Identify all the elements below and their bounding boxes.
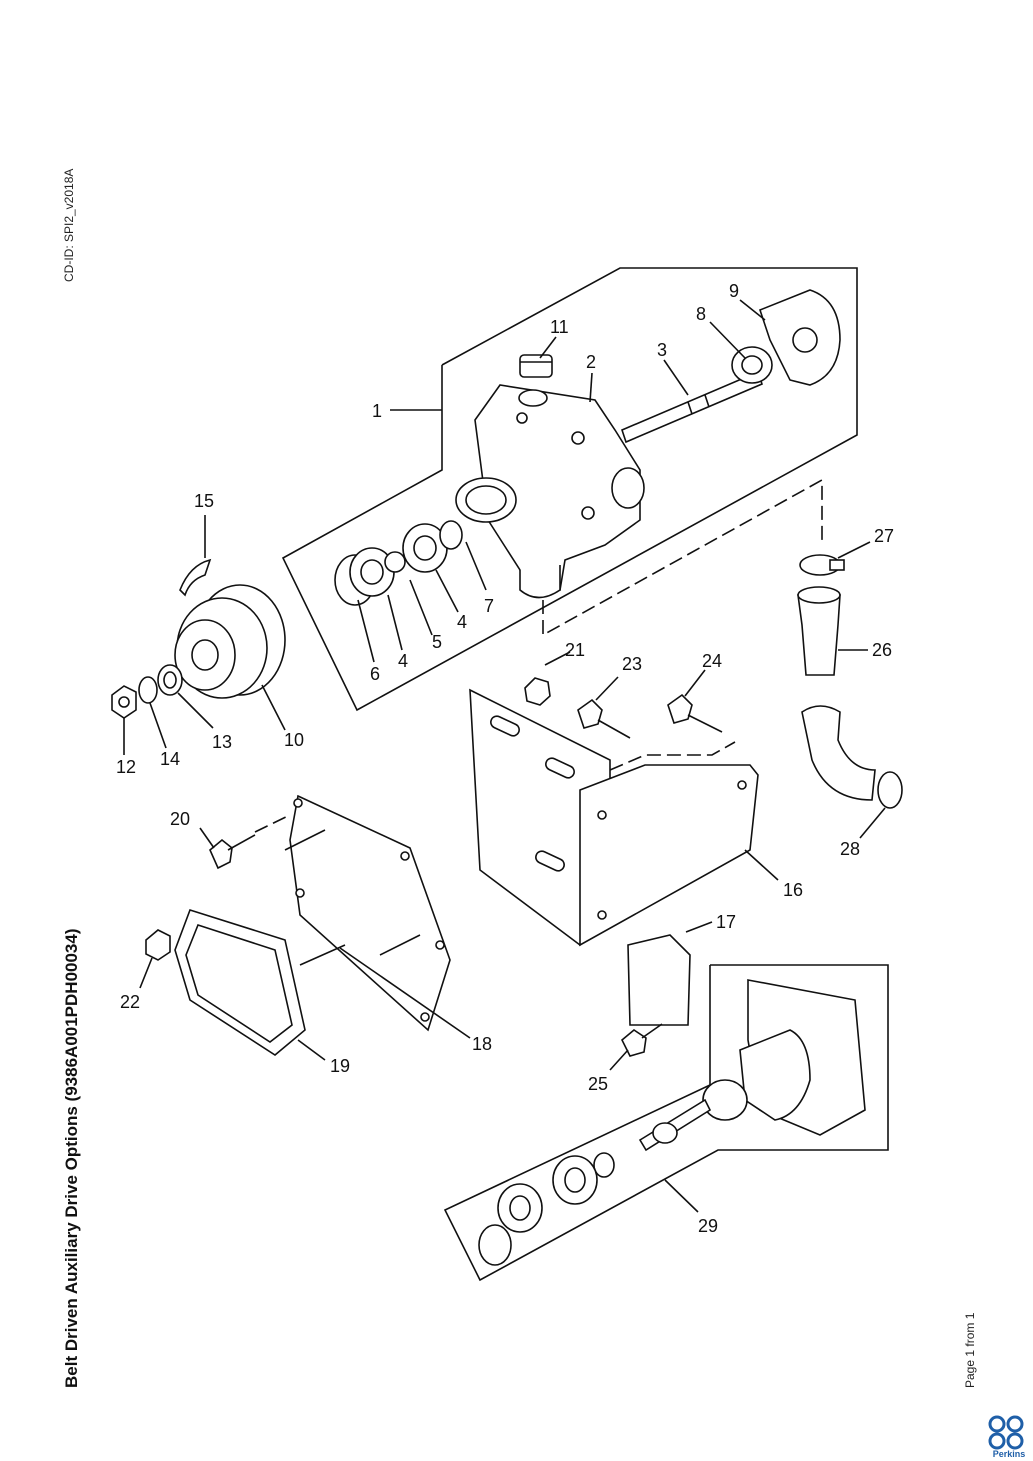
callout-29: 29	[698, 1216, 718, 1236]
bracket-17-part	[621, 934, 691, 1057]
assembly-1-frame	[281, 267, 858, 712]
bolt-20-part	[209, 834, 256, 870]
pump-body-part	[455, 384, 645, 599]
pulley-part	[174, 558, 286, 699]
plug-part	[519, 354, 553, 378]
leader-lines	[123, 299, 886, 1213]
callout-21: 21	[565, 640, 585, 660]
callout-10: 10	[284, 730, 304, 750]
callout-8: 8	[696, 304, 706, 324]
callout-16: 16	[783, 880, 803, 900]
callout-9: 9	[729, 281, 739, 301]
callout-4a: 4	[398, 651, 408, 671]
hose-clip-27-part	[799, 554, 845, 576]
callout-23: 23	[622, 654, 642, 674]
callout-28: 28	[840, 839, 860, 859]
callout-1: 1	[372, 401, 382, 421]
assembly-29-contents	[478, 979, 866, 1266]
nut-22-part	[145, 929, 171, 961]
callout-11: 11	[550, 317, 569, 337]
gasket-part	[174, 909, 306, 1056]
bracket-16-part	[469, 688, 759, 947]
callout-20: 20	[170, 809, 190, 829]
callout-7: 7	[484, 596, 494, 616]
callout-17: 17	[716, 912, 736, 932]
plate-18-part	[284, 794, 451, 1032]
perkins-logo-icon	[988, 1415, 1024, 1450]
seal-part	[731, 346, 773, 384]
callout-13: 13	[212, 732, 232, 752]
shaft-part	[621, 370, 763, 444]
bolts-nut-part	[524, 677, 723, 739]
callout-14: 14	[160, 749, 180, 769]
callout-2: 2	[586, 352, 596, 372]
callout-22: 22	[120, 992, 140, 1012]
nut-washers-part	[111, 664, 183, 719]
impeller-part	[759, 289, 841, 386]
callout-6: 6	[370, 664, 380, 684]
callout-19: 19	[330, 1056, 350, 1076]
callout-24: 24	[702, 651, 722, 671]
callout-18: 18	[472, 1034, 492, 1054]
callout-5: 5	[432, 632, 442, 652]
elbow-hose-part	[801, 705, 903, 809]
callout-15: 15	[194, 491, 214, 511]
callout-4b: 4	[457, 612, 467, 632]
callout-27: 27	[874, 526, 894, 546]
callout-25: 25	[588, 1074, 608, 1094]
bearings-part	[334, 520, 463, 606]
brand-name: Perkins	[992, 1449, 1026, 1459]
callout-12: 12	[116, 757, 136, 777]
hose-26-part	[797, 586, 841, 676]
assembly-29-frame	[443, 964, 889, 1282]
callout-3: 3	[657, 340, 667, 360]
callout-26: 26	[872, 640, 892, 660]
